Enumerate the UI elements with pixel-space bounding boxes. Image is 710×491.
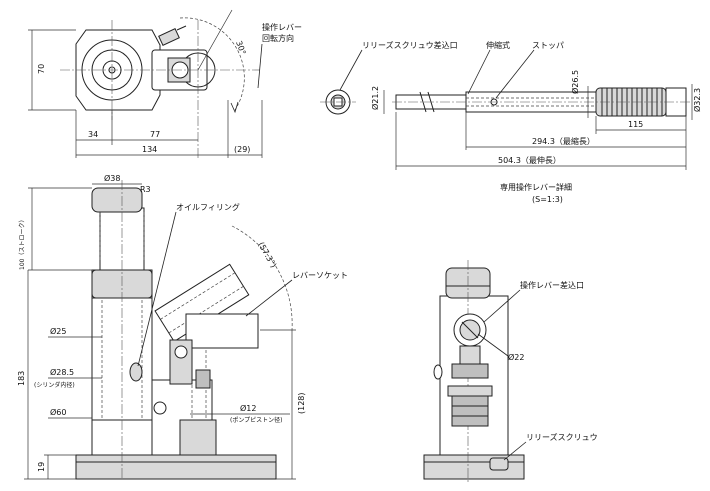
leader-telescopic (467, 49, 491, 95)
lever-note-line1: 操作レバー (262, 22, 302, 32)
dim-115-label: 115 (628, 120, 643, 129)
dim-294-label: 294.3（最縮長） (532, 136, 595, 146)
dia-26-5-label: Ø26.5 (570, 70, 580, 94)
side-port-mark (461, 321, 479, 339)
leader-lever-port (483, 289, 521, 323)
label-release-port: リリーズスクリュウ差込口 (362, 40, 458, 50)
side-pump-ring (447, 385, 493, 397)
leader-release-port (339, 49, 363, 91)
dim-77-label: 77 (150, 130, 160, 139)
angle-57-3-label: (57.3°) (256, 241, 278, 270)
dim-134-label: 134 (142, 145, 157, 154)
front-oil-filling (129, 362, 143, 382)
caption-title: 専用操作レバー詳細 (500, 182, 572, 192)
cylinder-note: (シリンダ内径) (34, 381, 75, 389)
dia-25-label: Ø25 (50, 326, 66, 336)
top-view-release-tip (176, 25, 187, 31)
dim-70-label: 70 (37, 64, 46, 74)
label-stopper: ストッパ (532, 41, 564, 50)
label-telescopic: 伸縮式 (486, 40, 510, 50)
leader-dia-22 (477, 333, 509, 357)
dia-21-2-label: Ø21.2 (370, 86, 380, 110)
front-lever-socket-lowered (185, 313, 259, 349)
lever-note-line2: 回転方向 (262, 33, 294, 43)
dia-22-label: Ø22 (508, 352, 524, 362)
front-view: (57.3°) オイルフィリング レバーソケット Ø38 R3 100（ストロー… (17, 173, 348, 480)
dim-34-label: 34 (88, 130, 98, 139)
side-fork-base (451, 363, 489, 379)
label-release-screw: リリーズスクリュウ (526, 432, 598, 442)
side-view: 操作レバー差込口 Ø22 リリーズスクリュウ (423, 260, 598, 484)
label-oil-fill: オイルフィリング (176, 202, 240, 212)
caption-scale: (S=1:3) (532, 195, 563, 204)
leader-lever-socket (245, 279, 293, 317)
dim-19-label: 19 (37, 462, 46, 472)
side-release-screw (489, 457, 509, 471)
dia-12-label: Ø12 (240, 403, 256, 413)
dia-32-3-label: Ø32.3 (692, 88, 702, 112)
front-pump-piston-head (195, 369, 211, 389)
side-pump-body (451, 395, 489, 427)
dim-29-label: (29) (234, 145, 250, 154)
side-fork (459, 345, 481, 365)
front-angle-arc (231, 225, 293, 331)
top-view-release-screw (158, 28, 180, 46)
dia-38-label: Ø38 (104, 173, 120, 183)
pump-note: (ポンプピストン径) (230, 416, 283, 424)
dim-504-label: 504.3（最伸長） (498, 155, 561, 165)
side-base (423, 454, 525, 480)
top-view-rotation-arc (179, 17, 245, 111)
front-pump-lower (179, 419, 217, 456)
angle-line (197, 9, 233, 71)
leader-stopper (495, 49, 535, 99)
front-saddle (91, 187, 143, 213)
front-base (75, 454, 277, 480)
leader-oil-fill (137, 211, 177, 367)
lever-detail: リリーズスクリュウ差込口 伸縮式 ストッパ Ø21.2 Ø26.5 Ø32.3 … (320, 40, 702, 204)
front-link-pin (174, 345, 188, 359)
front-release-knob (153, 401, 167, 415)
stroke-label: 100（ストローク） (19, 217, 26, 270)
angle-30-label: 30° (234, 40, 247, 56)
r3-label: R3 (140, 185, 151, 194)
label-lever-socket: レバーソケット (292, 271, 348, 280)
leader-release-screw (503, 441, 527, 461)
top-view: 70 34 77 134 (29) 30° 操作レバー 回転方向 (28, 9, 302, 160)
lever-note-leader (257, 43, 263, 89)
dim-183-label: 183 (17, 371, 26, 386)
dim-128-label: (128) (297, 392, 306, 414)
label-lever-port: 操作レバー差込口 (520, 280, 584, 290)
dia-28-5-label: Ø28.5 (50, 367, 74, 377)
top-view-arc-arrow (230, 101, 239, 114)
dia-60-label: Ø60 (50, 407, 66, 417)
side-bolt (433, 364, 443, 380)
